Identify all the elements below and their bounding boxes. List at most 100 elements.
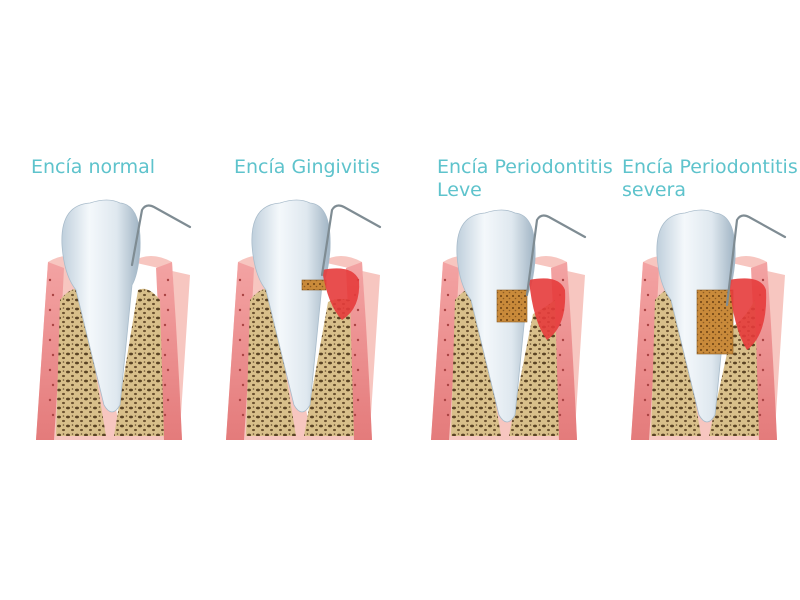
- tooth: [251, 199, 331, 413]
- gum-dot: [356, 398, 360, 402]
- gum-dot: [163, 353, 167, 357]
- gum-dot: [241, 383, 245, 387]
- gum-dot: [356, 338, 360, 342]
- gum-dot: [558, 353, 562, 357]
- calculus-deposit: [496, 289, 528, 323]
- stage-panel-normal: [36, 199, 192, 440]
- gum-dot: [163, 293, 167, 297]
- gum-dot: [761, 278, 765, 282]
- inflamed-gum: [729, 278, 767, 350]
- gum-dot: [558, 383, 562, 387]
- gum-dot: [443, 308, 447, 312]
- stage-panel-periodontitis-leve: [431, 209, 587, 440]
- gum-dot: [761, 338, 765, 342]
- gum-dot: [761, 368, 765, 372]
- calculus-deposit: [301, 279, 327, 291]
- gum-dot: [446, 353, 450, 357]
- bone-left: [246, 288, 296, 436]
- gum-dot: [561, 398, 565, 402]
- gum-dot: [561, 278, 565, 282]
- gum-dot: [561, 338, 565, 342]
- gum-dot: [446, 293, 450, 297]
- gum-dot: [356, 308, 360, 312]
- periodontal-probe: [320, 204, 382, 277]
- periodontal-probe: [725, 214, 787, 307]
- tooth: [456, 209, 536, 423]
- gum-dot: [643, 308, 647, 312]
- gum-dot: [51, 353, 55, 357]
- label-line: Encía Gingivitis: [234, 156, 380, 178]
- gum-dot: [353, 383, 357, 387]
- gum-dot: [241, 353, 245, 357]
- gum-dot: [353, 413, 357, 417]
- gum-dot: [238, 368, 242, 372]
- gum-dot: [646, 413, 650, 417]
- gum-dot: [238, 398, 242, 402]
- gum-dot: [443, 278, 447, 282]
- gum-dot: [241, 323, 245, 327]
- label-line: Encía Periodontitis: [437, 156, 613, 178]
- inflamed-gum: [322, 268, 360, 320]
- gum-dot: [643, 368, 647, 372]
- gum-dot: [166, 398, 170, 402]
- gum-dot: [353, 353, 357, 357]
- gum-dot: [646, 353, 650, 357]
- gum-dot: [166, 368, 170, 372]
- gum-dot: [446, 383, 450, 387]
- gum-dot: [163, 413, 167, 417]
- gum-dot: [643, 398, 647, 402]
- gum-dot: [163, 383, 167, 387]
- gum-dot: [48, 278, 52, 282]
- stage-label-periodontitis-severa: Encía Periodontitis severa: [622, 156, 798, 202]
- stage-label-gingivitis: Encía Gingivitis: [234, 156, 380, 179]
- bone-right: [114, 288, 164, 436]
- periodontal-probe: [130, 204, 192, 267]
- gum-dot: [163, 323, 167, 327]
- periodontal-probe: [525, 214, 587, 297]
- gum-dot: [166, 308, 170, 312]
- gum-dot: [646, 323, 650, 327]
- gum-dot: [241, 293, 245, 297]
- gum-dot: [443, 338, 447, 342]
- gum-dot: [48, 368, 52, 372]
- gum-dot: [51, 383, 55, 387]
- gum-dot: [356, 368, 360, 372]
- gum-dot: [51, 293, 55, 297]
- label-line: severa: [622, 179, 686, 201]
- bone-left: [651, 288, 701, 436]
- gum-dot: [51, 323, 55, 327]
- tooth: [656, 209, 736, 423]
- gum-dot: [646, 383, 650, 387]
- gum-dot: [48, 308, 52, 312]
- label-line: Encía normal: [31, 156, 156, 178]
- gum-dot: [758, 353, 762, 357]
- stage-label-periodontitis-leve: Encía Periodontitis Leve: [437, 156, 613, 202]
- stage-panel-gingivitis: [226, 199, 382, 440]
- gum-dot: [443, 398, 447, 402]
- gum-dot: [238, 308, 242, 312]
- gum-dot: [758, 383, 762, 387]
- bone-right: [304, 298, 354, 436]
- calculus-deposit: [696, 289, 734, 355]
- bone-left: [56, 288, 106, 436]
- gum-outer-left: [226, 262, 254, 440]
- gum-dot: [238, 338, 242, 342]
- gum-dot: [643, 338, 647, 342]
- gum-dot: [761, 398, 765, 402]
- gum-dot: [241, 413, 245, 417]
- gum-outer-left: [36, 262, 64, 440]
- gum-outer-left: [431, 262, 459, 440]
- gum-dot: [561, 368, 565, 372]
- gum-dot: [166, 338, 170, 342]
- stage-panel-periodontitis-severa: [631, 209, 787, 440]
- gum-dot: [446, 323, 450, 327]
- gum-dot: [646, 293, 650, 297]
- gum-dot: [51, 413, 55, 417]
- gum-dot: [643, 278, 647, 282]
- gum-dot: [48, 398, 52, 402]
- gum-dot: [166, 278, 170, 282]
- gum-dot: [558, 413, 562, 417]
- gum-dot: [443, 368, 447, 372]
- stage-label-normal: Encía normal: [31, 156, 155, 179]
